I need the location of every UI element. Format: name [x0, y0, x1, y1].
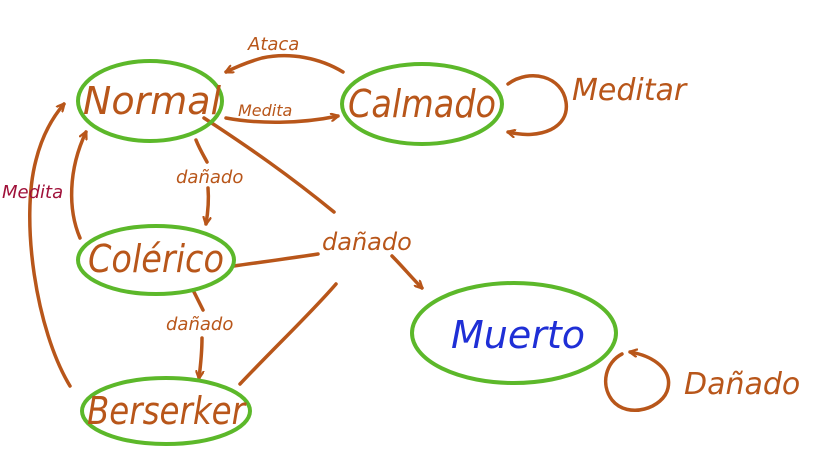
- edge-normal-to-colerico-lower: [206, 186, 208, 224]
- state-normal-label: Normal: [83, 79, 222, 123]
- state-colerico-outline: [76, 224, 236, 296]
- state-normal-outline: [76, 59, 224, 143]
- transition-medita-label: Medita: [238, 101, 292, 120]
- edge-berserker-to-muerto: [238, 282, 338, 386]
- transition-danado-muerto-label: dañado: [322, 228, 412, 256]
- state-berserker-outline: [80, 376, 252, 446]
- edge-colerico-to-muerto: [232, 252, 320, 268]
- edge-colerico-to-berserker-lower: [199, 336, 202, 378]
- transition-danado-muerto-self-label: Dañado: [684, 367, 800, 402]
- transition-medita-berserker-normal-label: Medita: [2, 182, 63, 203]
- transition-meditar-label: Meditar: [572, 73, 688, 108]
- edge-normal-to-muerto: [202, 116, 336, 214]
- transition-danado-colerico-berserker-label: dañado: [166, 314, 233, 335]
- edge-calmado-self-loop: [508, 74, 568, 135]
- state-muerto-label: Muerto: [451, 313, 585, 357]
- edge-to-muerto-arrow: [390, 254, 424, 290]
- state-muerto-outline: [410, 281, 618, 385]
- transition-ataca-label: Ataca: [247, 34, 299, 55]
- edge-normal-to-calmado: [224, 116, 338, 125]
- state-calmado-outline: [340, 62, 504, 146]
- state-colerico-label: Colérico: [88, 237, 224, 281]
- transition-danado-normal-colerico-label: dañado: [176, 167, 243, 188]
- state-calmado-label: Calmado: [348, 82, 496, 126]
- edge-berserker-to-normal: [28, 102, 72, 388]
- edge-calmado-to-normal: [226, 53, 345, 74]
- edge-muerto-self-loop: [603, 352, 671, 412]
- edge-colerico-to-berserker: [191, 288, 205, 312]
- edge-colerico-to-normal: [69, 132, 88, 240]
- edge-normal-to-colerico: [194, 138, 209, 164]
- state-berserker-label: Berserker: [87, 389, 247, 433]
